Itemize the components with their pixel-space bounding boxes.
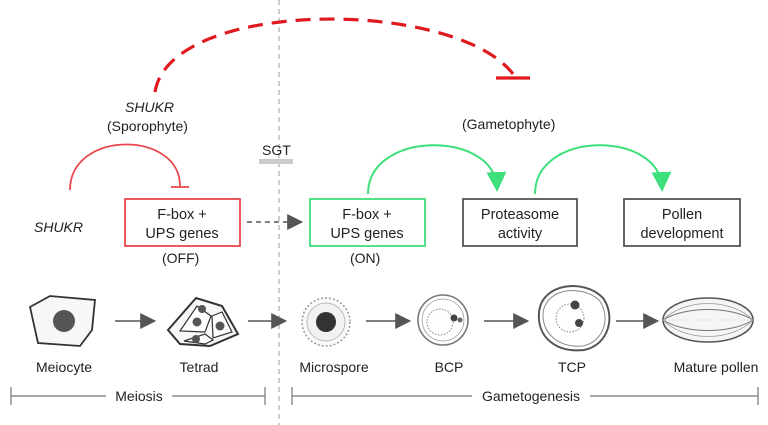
stage-label-microspore: Microspore (299, 359, 368, 375)
proteasome-line1: Proteasome (481, 207, 559, 223)
meiocyte-cell (28, 295, 96, 347)
stage-label-tcp: TCP (558, 359, 586, 375)
tcp-cell (537, 285, 611, 352)
bcp-cell (417, 294, 469, 346)
pollen-development-line2: development (640, 226, 723, 242)
on-label: (ON) (350, 250, 380, 266)
mature-pollen-cell (662, 297, 754, 343)
meiosis-bracket (10, 387, 266, 405)
sgt-label: SGT (262, 142, 291, 158)
fbox-off-box (124, 198, 241, 247)
fbox-off-line1: F-box + (157, 207, 207, 223)
microspore-cell (301, 297, 351, 347)
stage-label-meiocyte: Meiocyte (36, 359, 92, 375)
activation-arc-1 (367, 144, 507, 195)
stage-label-bcp: BCP (435, 359, 464, 375)
inhibition-arc (153, 17, 515, 93)
shukr-left-label: SHUKR (34, 219, 83, 235)
gametogenesis-bracket (291, 387, 759, 405)
gametophyte-label: (Gametophyte) (462, 116, 555, 132)
repression-arc (69, 143, 181, 191)
activation-arc-2 (534, 144, 672, 195)
stage-label-mature-pollen: Mature pollen (674, 359, 759, 375)
sgt-bar (259, 159, 293, 164)
tetrad-cell (166, 296, 240, 348)
fbox-off-line2: UPS genes (145, 226, 218, 242)
phase-label-gametogenesis: Gametogenesis (482, 388, 580, 404)
pollen-development-line1: Pollen (662, 207, 702, 223)
fbox-on-line2: UPS genes (330, 226, 403, 242)
proteasome-box (462, 198, 578, 247)
pollen-development-box (623, 198, 741, 247)
shukr-top-label: SHUKR (125, 99, 174, 115)
phase-label-meiosis: Meiosis (115, 388, 162, 404)
fbox-on-box (309, 198, 426, 247)
proteasome-line2: activity (498, 226, 543, 242)
fbox-on-line1: F-box + (342, 207, 392, 223)
stage-label-tetrad: Tetrad (180, 359, 219, 375)
off-label: (OFF) (162, 250, 199, 266)
sporophyte-label: (Sporophyte) (107, 118, 188, 134)
